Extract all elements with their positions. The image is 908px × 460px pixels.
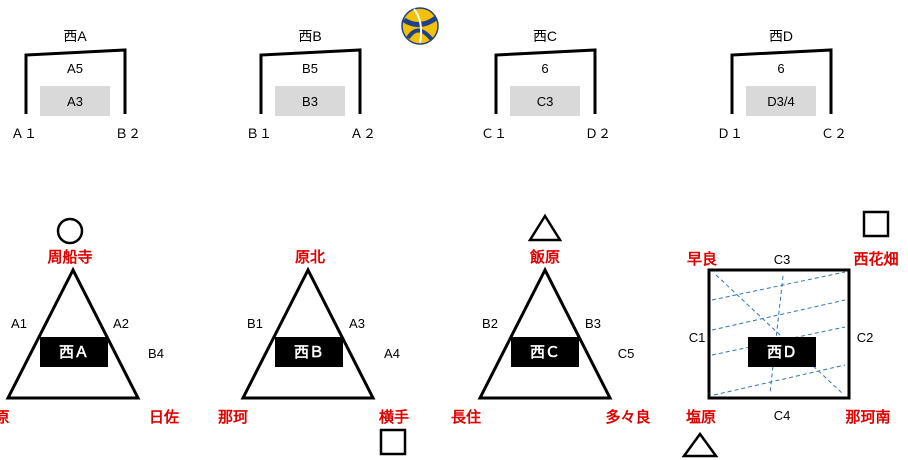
bracket-bottom-label: B3 bbox=[302, 94, 318, 109]
league-triangle bbox=[5, 266, 141, 400]
edge-label-bottom: C4 bbox=[774, 408, 791, 423]
bracket-top-label: B5 bbox=[302, 61, 318, 76]
league-name: 西Ｂ bbox=[294, 344, 324, 361]
team-left: 長住 bbox=[451, 408, 481, 426]
bracket-bottom-label: A3 bbox=[67, 94, 83, 109]
bracket-right-label: Ｃ２ bbox=[821, 126, 847, 141]
league-triangle bbox=[240, 266, 376, 400]
circle-mark-icon bbox=[56, 217, 84, 245]
league-label-box bbox=[748, 337, 816, 367]
league-name: 西Ｄ bbox=[767, 344, 797, 361]
bracket-left-label: Ｄ１ bbox=[717, 126, 743, 141]
league-name: 西Ａ bbox=[59, 344, 89, 361]
triangle-mark-icon bbox=[681, 431, 719, 458]
extra-label: B4 bbox=[148, 346, 164, 361]
bracket-title: 西D bbox=[769, 28, 793, 44]
court-area bbox=[510, 86, 580, 116]
league-label-box bbox=[275, 337, 343, 367]
edge-label-right: B3 bbox=[585, 316, 601, 331]
league-west-b: 原北 西Ｂ B1 A3 A4 那珂 横手 bbox=[218, 249, 409, 456]
league-name: 西Ｃ bbox=[530, 344, 560, 361]
square-mark-icon bbox=[379, 428, 407, 456]
triangle-mark-icon bbox=[527, 213, 563, 242]
team-top: 原北 bbox=[295, 249, 325, 266]
court-area bbox=[275, 86, 345, 116]
bracket-west-a: 西A A5 A3 Ａ１ Ｂ２ bbox=[11, 28, 141, 141]
team-top-right: 西花畑 bbox=[853, 250, 898, 268]
league-label-box bbox=[511, 337, 579, 367]
edge-label-left: B1 bbox=[247, 316, 263, 331]
edge-label-left: B2 bbox=[482, 316, 498, 331]
bracket-top-label: 6 bbox=[541, 61, 548, 76]
court-area bbox=[746, 86, 816, 116]
square-mark-icon bbox=[862, 210, 890, 238]
team-bottom-right: 那珂南 bbox=[845, 408, 890, 426]
edge-label-right: A2 bbox=[113, 316, 129, 331]
bracket-top-label: A5 bbox=[67, 61, 83, 76]
bracket-title: 西C bbox=[533, 28, 557, 44]
bracket-left-label: Ｃ１ bbox=[481, 126, 507, 141]
volleyball-icon bbox=[401, 7, 439, 45]
bracket-left-label: Ｂ１ bbox=[246, 126, 272, 141]
bracket-left-label: Ａ１ bbox=[11, 126, 37, 141]
bracket-bottom-label: D3/4 bbox=[767, 94, 794, 109]
edge-label-left: A1 bbox=[11, 316, 27, 331]
bracket-right-label: Ａ２ bbox=[350, 126, 376, 141]
edge-label-right: C2 bbox=[857, 330, 874, 345]
bracket-right-label: Ｂ２ bbox=[115, 126, 141, 141]
edge-label-right: A3 bbox=[349, 316, 365, 331]
team-left: 原 bbox=[0, 409, 10, 426]
bracket-west-b: 西B B5 B3 Ｂ１ Ａ２ bbox=[246, 28, 376, 141]
team-top-left: 早良 bbox=[687, 250, 717, 268]
bracket-west-c: 西C 6 C3 Ｃ１ Ｄ２ bbox=[481, 28, 611, 141]
league-west-c: 飯原 西Ｃ B2 B3 C5 長住 多々良 bbox=[451, 213, 651, 426]
bracket-right-label: Ｄ２ bbox=[585, 126, 611, 141]
team-top: 周船寺 bbox=[47, 248, 92, 266]
league-west-d: 早良 西花畑 西Ｄ C3 C1 C2 C4 塩原 那珂南 bbox=[681, 210, 899, 458]
match-diagonals bbox=[711, 271, 846, 396]
bracket-top-label: 6 bbox=[777, 61, 784, 76]
league-west-a: 周船寺 西Ａ A1 A2 B4 原 日佐 bbox=[0, 217, 179, 426]
team-right: 日佐 bbox=[149, 408, 179, 426]
team-bottom-left: 塩原 bbox=[686, 408, 716, 426]
court-area bbox=[40, 86, 110, 116]
team-top: 飯原 bbox=[529, 248, 560, 266]
extra-label: C5 bbox=[618, 346, 635, 361]
team-right: 多々良 bbox=[605, 408, 650, 426]
team-left: 那珂 bbox=[218, 409, 248, 426]
league-square bbox=[707, 268, 851, 400]
extra-label: A4 bbox=[384, 346, 400, 361]
bracket-title: 西A bbox=[63, 28, 87, 44]
bracket-bottom-label: C3 bbox=[537, 94, 554, 109]
team-right: 横手 bbox=[379, 408, 409, 426]
edge-label-top: C3 bbox=[774, 252, 791, 267]
league-label-box bbox=[40, 337, 108, 367]
league-triangle bbox=[477, 266, 613, 400]
bracket-title: 西B bbox=[298, 28, 321, 44]
bracket-west-d: 西D 6 D3/4 Ｄ１ Ｃ２ bbox=[717, 28, 847, 141]
edge-label-left: C1 bbox=[689, 330, 706, 345]
